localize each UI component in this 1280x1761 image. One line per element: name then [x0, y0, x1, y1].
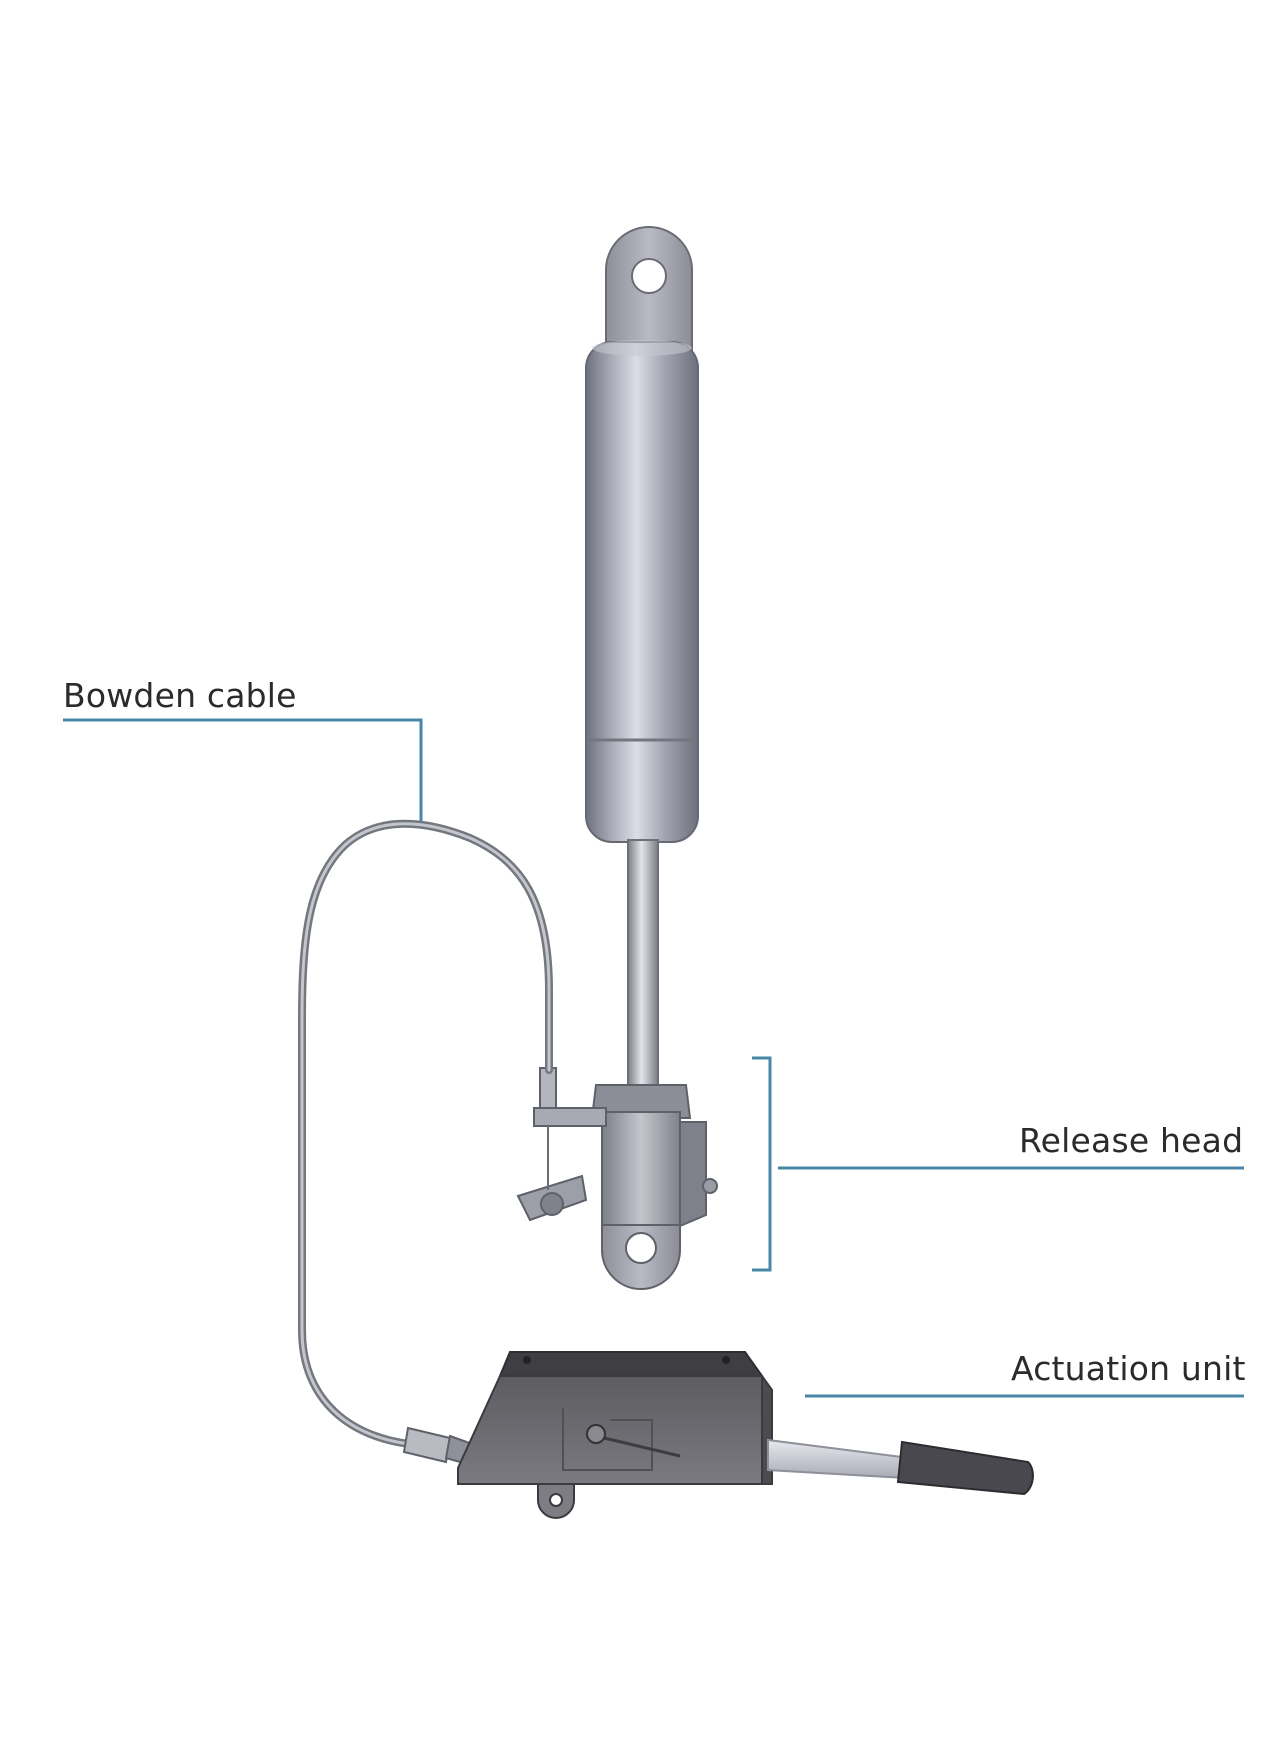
top-mounting-eye	[605, 226, 693, 361]
release-head-label: Release head	[1019, 1121, 1244, 1160]
bowden-cable-leader	[63, 718, 423, 822]
bowden-cable-label: Bowden cable	[63, 676, 297, 715]
actuation-unit-label: Actuation unit	[1011, 1349, 1246, 1388]
actuation-unit	[457, 1351, 1034, 1519]
release-head-bracket	[752, 1056, 772, 1272]
piston-rod	[627, 839, 659, 1099]
leader-lines	[63, 718, 1244, 1398]
gas-spring-cylinder	[585, 340, 699, 843]
release-head-assembly	[516, 1067, 718, 1290]
